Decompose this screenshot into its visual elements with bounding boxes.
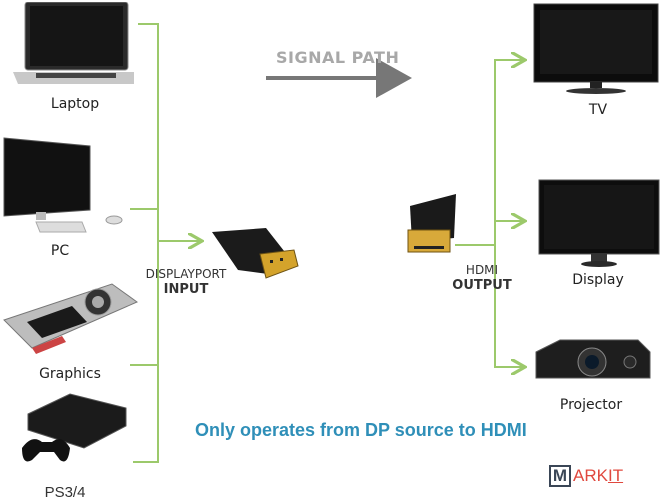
input-label-ps: PS3/4 bbox=[44, 484, 86, 501]
dp-input-label: DISPLAYPORT INPUT bbox=[134, 266, 238, 298]
dp-input-label-line1: DISPLAYPORT bbox=[145, 267, 227, 281]
hdmi-output-label: HDMI OUTPUT bbox=[446, 262, 518, 294]
output-label-display: Display bbox=[572, 272, 624, 288]
logo-text-underlined: IT bbox=[607, 466, 624, 485]
markit-logo: M ARKIT bbox=[549, 465, 623, 487]
input-bus-line bbox=[133, 23, 159, 463]
output-label-projector: Projector bbox=[559, 397, 623, 413]
game-console-icon bbox=[22, 393, 127, 462]
logo-box-letter: M bbox=[549, 465, 571, 487]
compatibility-note: Only operates from DP source to HDMI bbox=[195, 420, 527, 440]
hdmi-plug-icon bbox=[407, 194, 456, 253]
output-bus-line bbox=[494, 59, 523, 367]
tv-icon bbox=[533, 3, 659, 94]
input-label-pc: PC bbox=[50, 243, 70, 259]
dp-input-label-line2: INPUT bbox=[163, 282, 209, 297]
hdmi-output-label-line1: HDMI bbox=[465, 263, 499, 277]
hdmi-output-label-line2: OUTPUT bbox=[452, 278, 512, 293]
signal-path-label: SIGNAL PATH bbox=[276, 48, 400, 67]
output-label-tv: TV bbox=[588, 102, 608, 118]
graphics-card-icon bbox=[3, 283, 139, 354]
logo-text-main: ARK bbox=[573, 466, 608, 485]
logo-text: ARKIT bbox=[573, 466, 623, 486]
projector-icon bbox=[535, 339, 651, 379]
displayport-plug-icon bbox=[212, 228, 299, 279]
monitor-icon bbox=[538, 179, 660, 267]
desktop-pc-icon bbox=[3, 137, 123, 233]
input-label-laptop: Laptop bbox=[50, 96, 100, 112]
laptop-icon bbox=[13, 2, 134, 84]
input-label-graphics: Graphics bbox=[39, 366, 101, 382]
